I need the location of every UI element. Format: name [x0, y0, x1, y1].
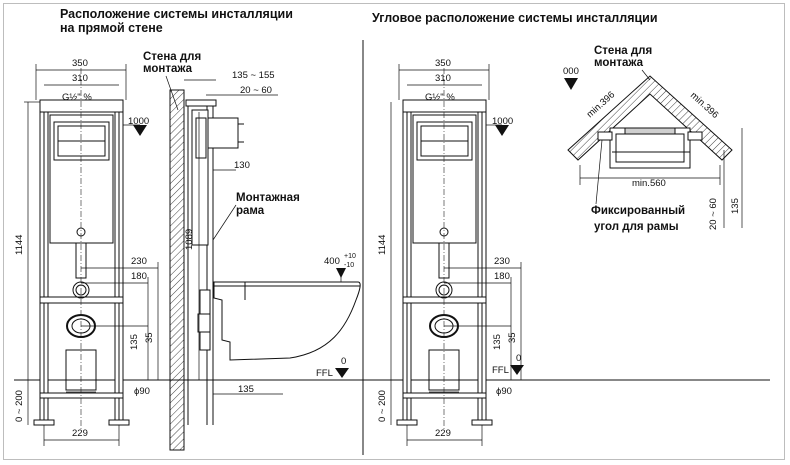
header-straight-line1: Расположение системы инсталляции [60, 7, 293, 21]
header-corner: Угловое расположение системы инсталляции [372, 11, 658, 25]
dim-135: 135 [129, 334, 140, 350]
dim-1144: 1144 [14, 235, 25, 255]
dim-zero: 0 [341, 356, 346, 367]
mounting-wall [169, 89, 185, 451]
dim-130: 130 [234, 160, 250, 171]
dim-310: 310 [72, 73, 88, 84]
dim-350: 350 [72, 58, 88, 69]
dim-310-corner: 310 [435, 73, 451, 84]
dim-350-corner: 350 [435, 58, 451, 69]
label-corner-wall-line1: Стена для [594, 45, 652, 57]
dim-min560: min.560 [632, 178, 666, 189]
dim-400-tol-lower: -10 [344, 262, 354, 269]
dim-1144-corner: 1144 [377, 235, 388, 255]
dim-1000-corner: 1000 [492, 116, 513, 127]
header-straight-line2: на прямой стене [60, 21, 163, 35]
dim-135-corner-front: 135 [492, 334, 503, 350]
toilet-bowl [213, 281, 361, 361]
dim-35-corner: 35 [507, 332, 518, 343]
side-view: 135 ~ 155 20 ~ 60 130 1089 400 +10 -10 0… [143, 51, 361, 451]
label-frame-line2: рама [236, 205, 265, 217]
label-ffl-corner: FFL [492, 365, 509, 376]
dim-phi90-corner: ϕ90 [496, 386, 512, 397]
dim-20-60-corner: 20 ~ 60 [708, 198, 719, 230]
label-frame-line1: Монтажная [236, 192, 300, 204]
dim-230-corner: 230 [494, 256, 510, 267]
label-wall-line1: Стена для [143, 51, 201, 63]
dim-135-bottom: 135 [238, 384, 254, 395]
dim-20-60: 20 ~ 60 [240, 85, 272, 96]
dim-pipe-corner: G½" % [425, 92, 455, 103]
dim-229-corner: 229 [435, 428, 451, 439]
front-view-corner: 350 310 G½" % 1000 1144 0 ~ 200 230 180 … [377, 58, 524, 446]
dim-229: 229 [72, 428, 88, 439]
label-corner-wall-line2: монтажа [594, 57, 644, 69]
front-view-straight: 350 310 G½" % 1000 1144 0 ~ 200 230 180 … [14, 58, 159, 446]
corner-plan: min.560 min.396 min.396 20 ~ 60 135 000 … [563, 45, 743, 233]
dim-0-200: 0 ~ 200 [14, 390, 25, 422]
dim-phi90: ϕ90 [134, 386, 150, 397]
label-fixed-line2: угол для рамы [594, 221, 679, 233]
dim-135-corner: 135 [730, 198, 741, 214]
label-wall-line2: монтажа [143, 63, 193, 75]
dim-35: 35 [144, 332, 155, 343]
dim-pipe: G½" % [62, 92, 92, 103]
dim-180-corner: 180 [494, 271, 510, 282]
dim-zero-corner-front: 0 [516, 353, 521, 364]
label-fixed-line1: Фиксированный [591, 205, 685, 217]
dim-zero-corner: 000 [563, 66, 579, 77]
dim-1089: 1089 [184, 229, 195, 250]
dim-135-155: 135 ~ 155 [232, 70, 275, 81]
dim-180: 180 [131, 271, 147, 282]
dim-400-tol-upper: +10 [344, 253, 356, 260]
dim-1000: 1000 [128, 116, 149, 127]
dim-0-200-corner: 0 ~ 200 [377, 390, 388, 422]
dim-400: 400 [324, 256, 340, 267]
dim-230: 230 [131, 256, 147, 267]
corner-walls [567, 75, 733, 161]
label-ffl: FFL [316, 368, 333, 379]
